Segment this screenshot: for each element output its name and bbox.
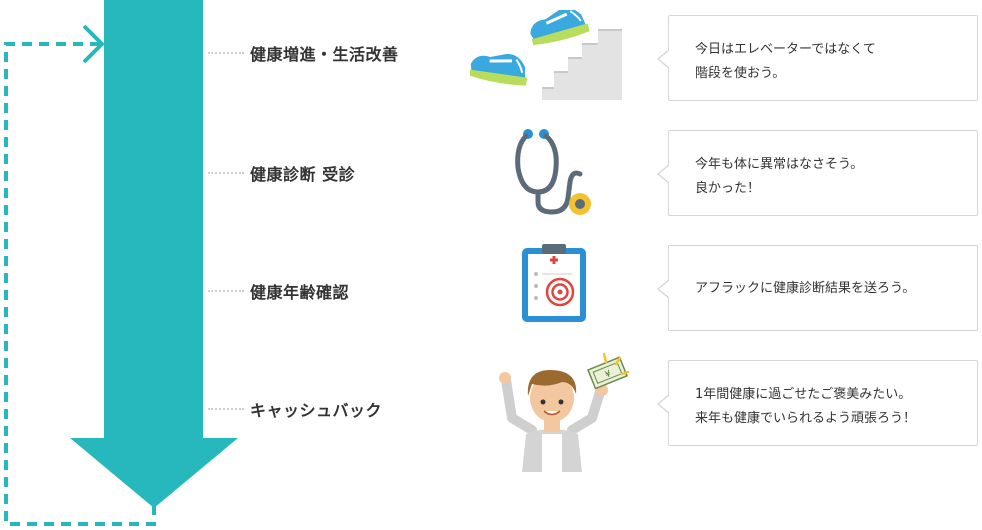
step-label-1: 健康増進・生活改善 <box>250 45 399 64</box>
connector-dots-1 <box>208 52 244 54</box>
sneakers-stairs-icon <box>470 10 622 100</box>
comment-text-3: アフラックに健康診断結果を送ろう。 <box>695 281 916 296</box>
comment-bubble-3: アフラックに健康診断結果を送ろう。 <box>657 245 978 331</box>
cash-yen-symbol: ¥ <box>604 369 613 381</box>
comment-bubble-2: 今年も体に異常はなさそう。 良かった！ <box>657 130 978 216</box>
comment-bubble-1: 今日はエレベーターではなくて 階段を使おう。 <box>657 15 978 101</box>
step-label-3: 健康年齢確認 <box>250 283 350 302</box>
comment-bubble-4: 1年間健康に過ごせたご褒美みたい。 来年も健康でいられるよう頑張ろう！ <box>657 360 978 446</box>
connector-dots-2 <box>208 172 244 174</box>
comment-text-2: 今年も体に異常はなさそう。 良かった！ <box>695 157 864 196</box>
connector-dots-4 <box>208 408 244 410</box>
step-label-4: キャッシュバック <box>250 401 383 420</box>
stethoscope-icon <box>515 129 591 215</box>
happy-man-cash-icon: ¥ <box>499 352 630 472</box>
loop-arrowhead <box>82 24 105 64</box>
main-flow-arrow <box>70 0 238 508</box>
comment-text-4: 1年間健康に過ごせたご褒美みたい。 来年も健康でいられるよう頑張ろう！ <box>695 387 917 426</box>
comment-text-1: 今日はエレベーターではなくて 階段を使おう。 <box>695 42 876 81</box>
connector-dots-3 <box>208 290 244 292</box>
step-label-2: 健康診断 受診 <box>250 165 356 184</box>
clipboard-target-icon <box>522 244 586 322</box>
